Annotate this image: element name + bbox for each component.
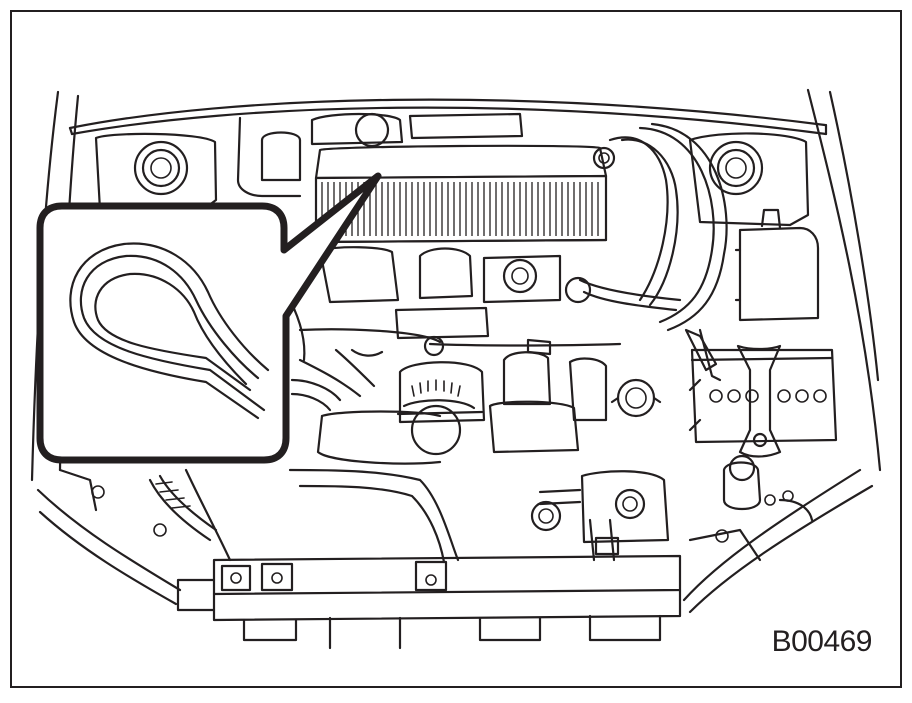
battery	[684, 328, 838, 458]
callout-balloon	[36, 172, 382, 464]
strut-tower-left	[94, 132, 218, 214]
dipstick-handle-icon	[69, 242, 270, 420]
engine-block	[298, 246, 622, 398]
filler-cap-right	[722, 454, 794, 511]
lower-right-panel	[682, 468, 874, 614]
pulley	[396, 361, 486, 456]
reservoir-right	[734, 208, 820, 322]
cowl-parts	[236, 112, 524, 198]
strut-tower-right	[688, 132, 810, 227]
figure-code-label: B00469	[771, 625, 873, 658]
front-intake	[316, 351, 608, 465]
figure-frame	[10, 10, 902, 688]
front-crossmember	[176, 518, 682, 650]
hoses-left	[288, 298, 342, 412]
hoses-right	[564, 122, 728, 332]
intercooler	[314, 144, 616, 244]
lower-left-ducts	[36, 468, 460, 606]
washer-reservoir	[530, 470, 670, 544]
radiator-cap	[610, 378, 662, 418]
